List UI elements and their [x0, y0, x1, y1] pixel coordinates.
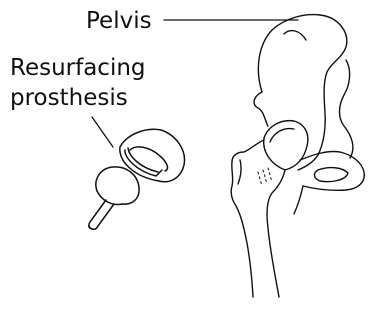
pelvis-label: Pelvis — [86, 10, 152, 33]
resurfacing-femoral-component — [89, 167, 139, 229]
prosthesis-leader-line — [92, 117, 113, 147]
prosthesis-label-line2: prosthesis — [10, 87, 128, 110]
implanted-cap — [264, 121, 308, 170]
pelvis-bone — [254, 15, 364, 214]
prosthesis-label-line1: Resurfacing — [10, 57, 146, 80]
resurfacing-cup — [120, 129, 185, 181]
femur — [231, 140, 285, 297]
